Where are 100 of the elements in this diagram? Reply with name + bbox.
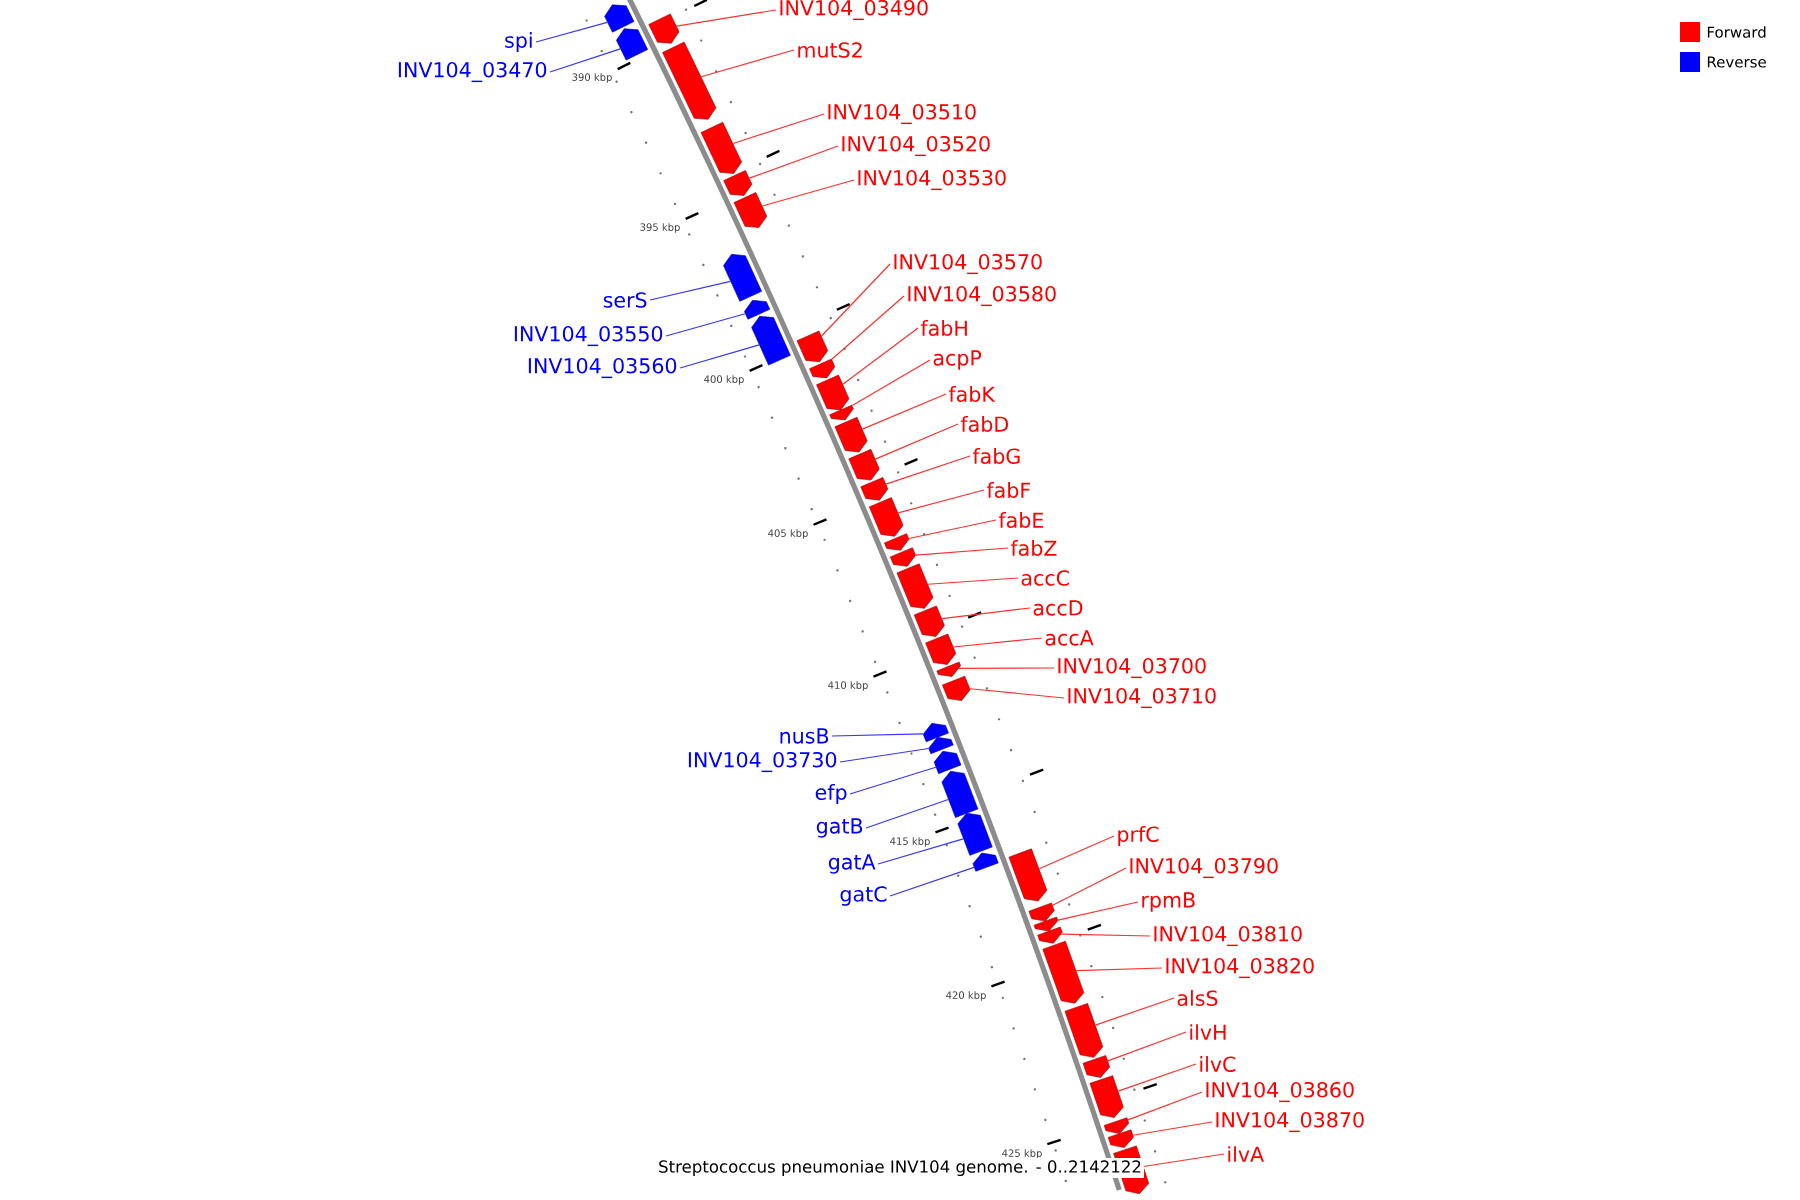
- gene-label: prfC: [1118, 826, 1159, 846]
- leader-line: [908, 519, 997, 540]
- gene-label: INV104_03510: [828, 103, 976, 125]
- gene-label: mutS2: [798, 42, 862, 58]
- leader-line: [952, 637, 1043, 648]
- gene-block: [884, 533, 910, 551]
- gene-label: INV104_03790: [1130, 857, 1278, 879]
- leader-line: [1127, 1091, 1203, 1121]
- gene-block: [723, 254, 762, 302]
- gene-label: INV104_03820: [1166, 957, 1314, 979]
- leader-line: [831, 295, 905, 360]
- gene-label: ilvH: [1190, 1024, 1226, 1040]
- gene-label: rpmB: [1142, 892, 1195, 912]
- leader-line: [1107, 1031, 1187, 1062]
- leader-line: [820, 263, 891, 337]
- leader-line: [851, 359, 931, 407]
- gene-block: [744, 299, 771, 320]
- gene-label: INV104_03580: [908, 285, 1056, 307]
- leader-line: [831, 733, 924, 737]
- gene-block: [648, 13, 680, 44]
- leader-line: [1117, 1063, 1197, 1092]
- gene-block: [913, 605, 945, 637]
- gene-label: INV104_03530: [858, 169, 1006, 191]
- gene-block: [604, 4, 635, 33]
- gene-label: spi: [505, 32, 532, 52]
- leader-line: [535, 21, 608, 43]
- gene-label: ilvA: [1228, 1146, 1264, 1162]
- leader-line: [676, 9, 777, 27]
- leader-line: [748, 145, 839, 179]
- leader-line: [849, 766, 937, 795]
- gene-label: INV104_03710: [1068, 687, 1216, 709]
- gene-label: INV104_03870: [1216, 1111, 1364, 1133]
- gene-label: accC: [1021, 570, 1069, 586]
- gene-label: INV104_03700: [1058, 657, 1206, 679]
- gene-block: [616, 28, 648, 61]
- leader-line: [761, 179, 855, 207]
- leader-line: [665, 313, 746, 337]
- gene-block: [936, 661, 961, 677]
- gene-label: INV104_03550: [514, 325, 663, 347]
- gene-label: efp: [815, 784, 847, 804]
- gene-block: [1037, 926, 1063, 944]
- leader-line: [885, 455, 971, 485]
- gene-block: [933, 751, 962, 774]
- gene-label: gatB: [816, 818, 863, 838]
- leader-line: [877, 838, 964, 865]
- gene-block: [922, 723, 949, 743]
- gene-block: [700, 122, 742, 174]
- gene-label: nusB: [780, 728, 829, 744]
- leader-line: [1075, 967, 1163, 972]
- gene-label: alsS: [1177, 990, 1218, 1006]
- leader-line: [861, 393, 947, 430]
- gene-block: [860, 477, 889, 501]
- gene-label: fabG: [972, 448, 1020, 464]
- gene-label: fabF: [986, 482, 1031, 498]
- gene-block: [733, 192, 768, 228]
- leader-line: [927, 577, 1019, 585]
- leader-line: [915, 547, 1009, 556]
- leader-line: [839, 747, 930, 763]
- gene-block: [942, 675, 971, 701]
- gene-block: [1042, 940, 1085, 1004]
- gene-block: [890, 547, 916, 567]
- gene-block: [723, 170, 753, 196]
- gene-block: [1103, 1117, 1130, 1134]
- gene-block: [662, 41, 717, 120]
- gene-label: acpP: [933, 350, 982, 370]
- gene-block: [848, 449, 880, 481]
- leader-line: [1094, 997, 1175, 1026]
- gene-label: gatA: [828, 854, 876, 874]
- gene-block: [1082, 1055, 1110, 1078]
- gene-block: [809, 358, 836, 379]
- leader-line: [889, 866, 975, 897]
- gene-label: INV104_03810: [1154, 925, 1302, 947]
- gene-label: fabZ: [1010, 540, 1057, 556]
- gene-block: [829, 404, 854, 421]
- gene-label: fabE: [998, 512, 1044, 528]
- leader-line: [732, 113, 825, 145]
- gene-label: fabK: [948, 386, 996, 402]
- gene-block: [972, 852, 999, 872]
- gene-label: serS: [603, 292, 647, 308]
- gene-label: INV104_03860: [1206, 1081, 1354, 1103]
- gene-label: gatC: [840, 886, 887, 906]
- leader-line: [897, 489, 985, 514]
- gene-label: INV104_03470: [398, 61, 547, 83]
- gene-label: INV104_03560: [528, 357, 677, 379]
- gene-block: [796, 330, 829, 363]
- gene-label: accD: [1033, 600, 1083, 616]
- leader-line: [549, 48, 621, 73]
- gene-label: fabD: [960, 416, 1008, 432]
- leader-line: [1052, 867, 1127, 906]
- leader-line: [842, 327, 919, 385]
- leader-line: [700, 49, 795, 78]
- leader-line: [649, 280, 731, 301]
- leader-line: [958, 667, 1055, 669]
- leader-line: [874, 423, 959, 460]
- gene-label: INV104_03520: [842, 135, 990, 157]
- gene-block: [1107, 1129, 1134, 1148]
- gene-label: INV104_03730: [688, 751, 837, 773]
- leader-line: [1038, 835, 1115, 870]
- leader-line: [941, 607, 1031, 620]
- leader-line: [1132, 1121, 1213, 1136]
